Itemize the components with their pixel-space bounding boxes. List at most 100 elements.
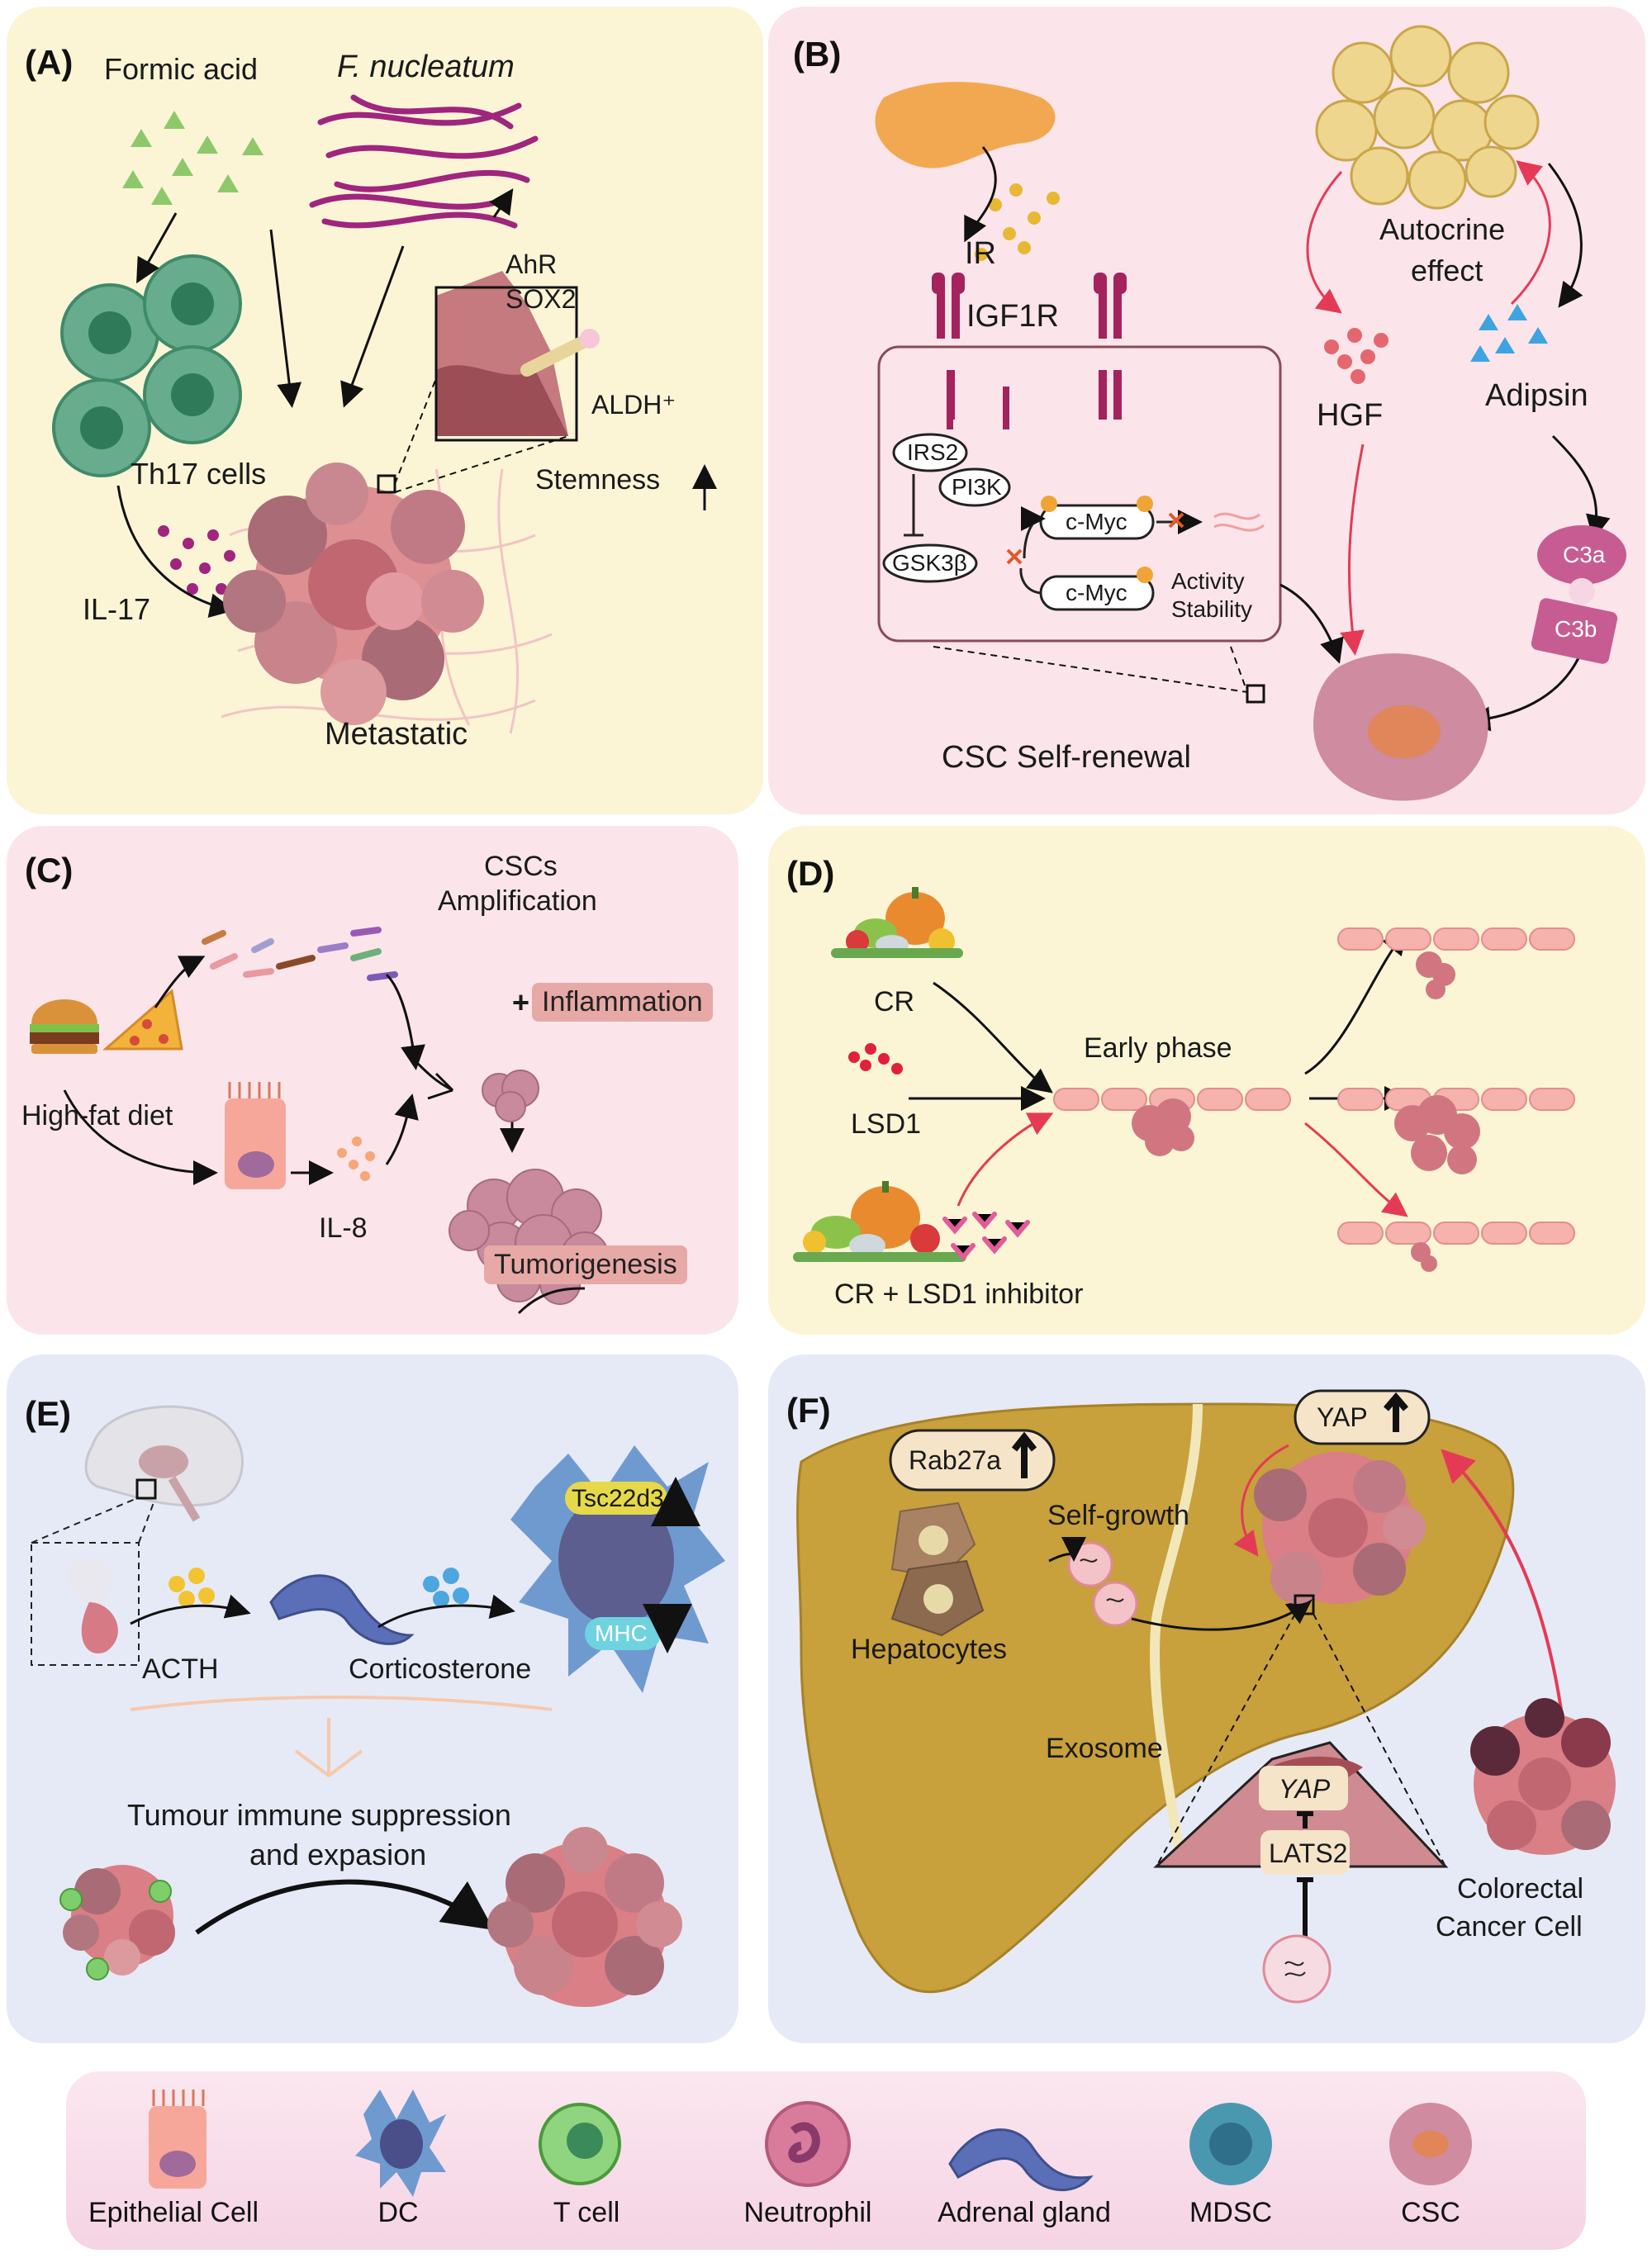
f-nucleatum-icon — [309, 94, 539, 229]
early-phase-epithelium — [1053, 1088, 1291, 1111]
panel-e-graphics — [31, 1405, 725, 2007]
panel-b-label: (B) — [793, 35, 842, 74]
legend-item-epithelial-cell: Epithelial Cell — [88, 2197, 259, 2228]
gsk3b-label: GSK3β — [892, 550, 967, 576]
suppression-line2-label: and expasion — [249, 1838, 427, 1871]
cmyc2-label: c-Myc — [1066, 580, 1127, 605]
colorectal-label: Colorectal — [1457, 1873, 1584, 1905]
pi3k-label: PI3K — [952, 474, 1002, 500]
legend-icons — [149, 2090, 1472, 2197]
exosome-label: Exosome — [1046, 1733, 1163, 1764]
stemness-inset — [377, 271, 600, 494]
igf1r-receptor-icon — [932, 273, 1127, 429]
panel-d-label: (D) — [786, 854, 835, 893]
panel-f-graphics — [796, 1389, 1616, 2004]
pancreas-icon — [875, 82, 1056, 168]
suppression-line1-label: Tumour immune suppression — [127, 1798, 511, 1832]
csc-cell-icon — [1313, 653, 1488, 801]
pituitary-icon — [64, 1558, 118, 1653]
dc-cell-icon — [510, 1445, 725, 1693]
acth-label: ACTH — [142, 1653, 219, 1685]
il17-dots — [158, 525, 235, 595]
tumorigenesis-tag: Tumorigenesis — [484, 1245, 687, 1284]
legend-item-mdsc: MDSC — [1189, 2197, 1273, 2228]
panel-a: (A) Formic acid F. nucleatum AhR SOX2 AL… — [7, 7, 763, 814]
legend-t-cell-icon — [539, 2103, 621, 2185]
autocrine-label: Autocrine — [1379, 212, 1506, 246]
amplification-label: Amplification — [438, 885, 597, 917]
effect-label: effect — [1411, 254, 1483, 287]
high-fat-diet-label: High-fat diet — [21, 1100, 173, 1131]
il17-label: IL-17 — [83, 592, 151, 626]
legend-item-t-cell: T cell — [553, 2197, 620, 2228]
cscs-cluster-icon — [482, 1070, 539, 1122]
csc-self-renewal-label: CSC Self-renewal — [942, 740, 1191, 775]
th17-label: Th17 cells — [131, 457, 267, 491]
formic-acid-label: Formic acid — [104, 52, 259, 86]
legend-csc-icon — [1389, 2103, 1472, 2185]
panel-f: (F) Rab27a YAP Self-growth Hepatocytes E… — [768, 1354, 1645, 2043]
cr-lsd1-vegetables-icon — [793, 1181, 966, 1262]
pizza-icon — [102, 989, 183, 1051]
ir-label: IR — [965, 236, 996, 271]
panel-b-graphics — [875, 25, 1626, 801]
ahr-label: AhR — [506, 249, 558, 279]
stemness-up-label: ↑ — [694, 463, 710, 496]
stability-label: Stability — [1171, 596, 1253, 622]
small-tumor-icon — [63, 1865, 175, 1976]
metastatic-label: Metastatic — [325, 717, 468, 752]
large-tumor-icon — [487, 1827, 682, 2007]
colorectal-cancer-cell-icon — [1470, 1698, 1616, 1855]
lsd1-label: LSD1 — [851, 1108, 922, 1140]
hepatocytes-label: Hepatocytes — [851, 1634, 1007, 1665]
burger-icon — [30, 999, 99, 1054]
lsd1-inhibitor-icon — [942, 1212, 1030, 1261]
c3a-label: C3a — [1563, 542, 1606, 567]
yap-inset-label: YAP — [1279, 1774, 1331, 1804]
cancer-cell-label: Cancer Cell — [1436, 1911, 1583, 1943]
hepatocytes-icon — [890, 1501, 985, 1637]
activity-label: Activity — [1171, 568, 1245, 594]
liver-tumor-icon — [1254, 1452, 1426, 1604]
mhc-label: MHC — [595, 1620, 648, 1646]
igf1r-label: IGF1R — [966, 299, 1059, 334]
plus-label: + — [512, 985, 530, 1019]
panel-b: (B) IR IGF1R IRS2 PI3K GSK3β c-Myc c-Myc… — [768, 7, 1645, 814]
il8-label: IL-8 — [319, 1212, 368, 1244]
cr-label: CR — [874, 986, 915, 1018]
panel-d: (D) CR LSD1 Early phase CR + LSD1 inhibi… — [768, 826, 1645, 1335]
th17-cells-icon — [52, 254, 242, 477]
c3b-label: C3b — [1555, 616, 1597, 642]
metastatic-tumor-icon — [223, 463, 484, 725]
tsc22d3-label: Tsc22d3 — [572, 1485, 664, 1512]
panel-e: (E) ACTH Corticosterone Tsc22d3 MHC Tumo… — [7, 1354, 738, 2043]
lats2-label: LATS2 — [1269, 1838, 1348, 1868]
inflammation-tag: Inflammation — [532, 983, 713, 1022]
legend-epithelial-cell-icon — [149, 2090, 206, 2189]
brain-icon — [84, 1405, 244, 1522]
panel-a-graphics — [52, 94, 717, 734]
legend-mdsc-icon — [1189, 2103, 1272, 2185]
hgf-label: HGF — [1317, 398, 1384, 433]
legend-dc-icon — [355, 2090, 446, 2197]
sox2-label: SOX2 — [506, 284, 577, 314]
gut-bacteria-icon — [202, 927, 398, 981]
rab27a-label: Rab27a — [909, 1445, 1002, 1475]
adipsin-label: Adipsin — [1485, 378, 1588, 413]
cmyc1-label: c-Myc — [1066, 509, 1127, 534]
cscs-label: CSCs — [484, 851, 558, 882]
aldh-label: ALDH⁺ — [591, 390, 676, 420]
adipocytes-icon — [1315, 25, 1540, 210]
panel-d-graphics — [793, 887, 1575, 1272]
legend-neutrophil-icon — [765, 2101, 851, 2187]
panel-c: (C) CSCs Amplification + Inflammation Hi… — [7, 826, 738, 1335]
legend-item-adrenal-gland: Adrenal gland — [938, 2197, 1111, 2228]
yap-top-label: YAP — [1317, 1402, 1368, 1432]
cr-lsd1-inhibitor-label: CR + LSD1 inhibitor — [834, 1278, 1084, 1310]
self-growth-label: Self-growth — [1047, 1500, 1189, 1531]
t-cell-icon — [59, 1880, 172, 1980]
legend-item-csc: CSC — [1401, 2197, 1460, 2228]
f-nucleatum-label: F. nucleatum — [337, 50, 515, 84]
stemness-label: Stemness — [535, 464, 661, 496]
c3-complement-icon — [1531, 525, 1626, 664]
